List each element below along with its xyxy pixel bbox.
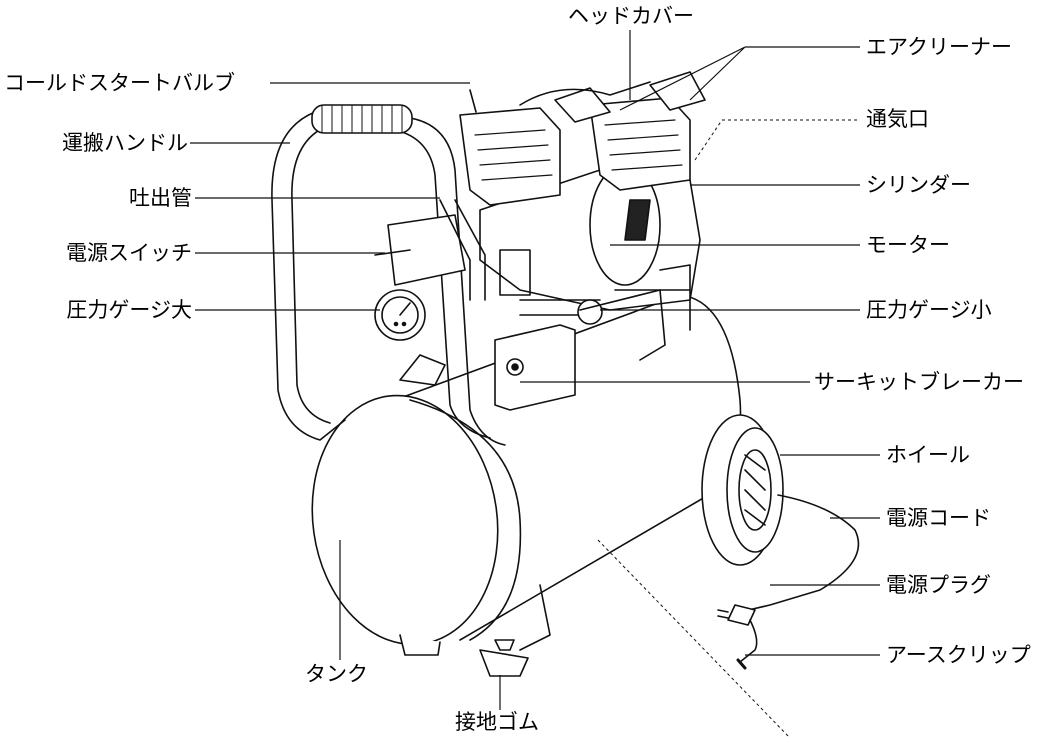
label-ground-rubber: 接地ゴム <box>455 710 539 734</box>
label-pressure-gauge-small: 圧力ゲージ小 <box>866 298 992 322</box>
earth-clip <box>736 658 747 670</box>
wheel <box>701 414 784 566</box>
power-plug <box>727 604 756 626</box>
label-discharge-pipe: 吐出管 <box>129 186 192 210</box>
label-cold-start-valve: コールドスタートバルブ <box>4 71 235 95</box>
label-earth-clip: アースクリップ <box>886 643 1031 667</box>
label-air-cleaner: エアクリーナー <box>866 35 1012 59</box>
pressure-gauge-large <box>374 289 426 341</box>
label-pressure-gauge-large: 圧力ゲージ大 <box>66 298 192 322</box>
label-motor: モーター <box>866 233 950 257</box>
carry-handle <box>271 104 506 446</box>
label-carry-handle: 運搬ハンドル <box>62 131 188 155</box>
label-wheel: ホイール <box>886 443 970 467</box>
cylinder-heads <box>459 71 706 206</box>
pressure-gauge-small <box>577 299 603 325</box>
ground-rubber <box>479 649 529 677</box>
circuit-breaker-box <box>494 324 576 411</box>
tank <box>311 294 742 646</box>
label-vent: 通気口 <box>866 107 929 131</box>
label-head-cover: ヘッドカバー <box>568 4 694 28</box>
switch-box <box>387 214 466 286</box>
label-cylinder: シリンダー <box>866 173 971 197</box>
label-power-cord: 電源コード <box>886 506 991 530</box>
label-power-plug: 電源プラグ <box>886 573 991 597</box>
power-cord <box>739 494 860 613</box>
label-circuit-breaker: サーキットブレーカー <box>814 370 1024 394</box>
label-power-switch: 電源スイッチ <box>66 241 192 265</box>
label-tank: タンク <box>305 662 368 686</box>
